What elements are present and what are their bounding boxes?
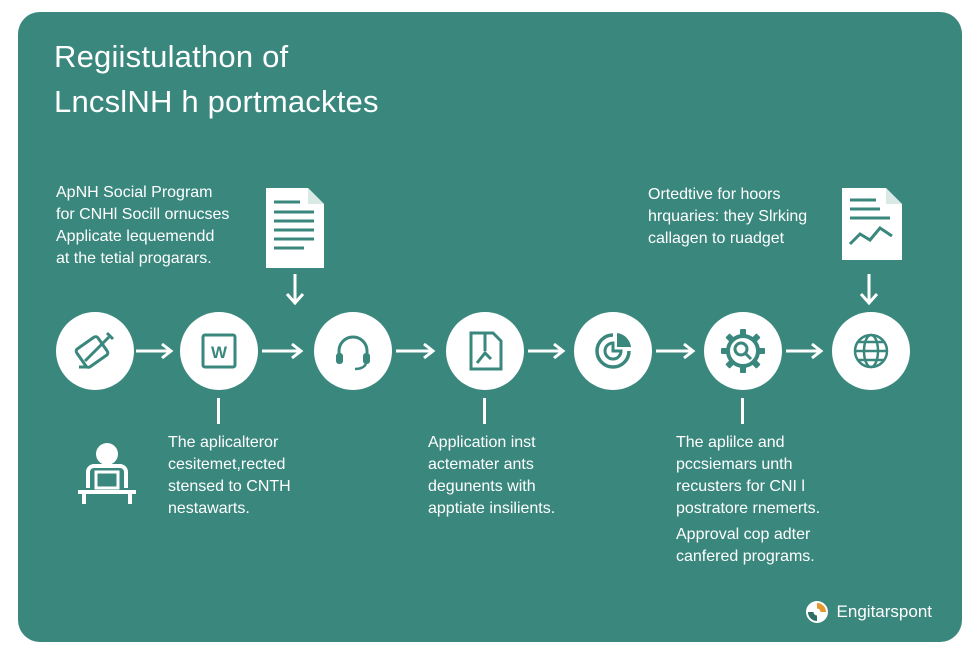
svg-text:W: W xyxy=(211,343,228,362)
arrow-right-icon xyxy=(262,342,304,360)
arrow-right-icon xyxy=(136,342,174,360)
diagram-card: Regiistulathon of LncslNH h portmacktes … xyxy=(18,12,962,642)
step-3-circle xyxy=(314,312,392,390)
arrow-down-icon xyxy=(859,274,879,306)
bottom-right-annotation: The aplilce and pccsiemars unth recuster… xyxy=(676,434,821,517)
title-line-2: LncslNH h portmacktes xyxy=(54,84,379,119)
connector-line xyxy=(483,398,486,424)
diagram-title: Regiistulathon of LncslNH h portmacktes xyxy=(54,34,379,124)
pen-document-icon xyxy=(74,331,115,369)
bottom-left-annotation: The aplicalteror cesitemet,rected stense… xyxy=(168,434,291,517)
step-5-circle xyxy=(574,312,652,390)
headset-icon xyxy=(336,335,370,371)
arrow-down-icon xyxy=(285,274,305,306)
arrow-right-icon xyxy=(528,342,566,360)
step-2-circle: W xyxy=(180,312,258,390)
bottom-middle-annotation: Application inst actemater ants degunent… xyxy=(428,434,556,517)
gear-search-icon xyxy=(721,329,765,373)
step-4-circle xyxy=(446,312,524,390)
step-1-circle xyxy=(56,312,134,390)
connector-line xyxy=(741,398,744,424)
pie-chart-icon xyxy=(595,333,631,369)
title-line-1: Regiistulathon of xyxy=(54,39,289,74)
document-icon xyxy=(266,188,324,268)
arrow-right-icon xyxy=(656,342,696,360)
step-6-circle xyxy=(704,312,782,390)
brand-logo: Engitarspont xyxy=(805,600,932,624)
edit-file-icon xyxy=(469,331,503,371)
approval-note: Approval cop adter canfered programs. xyxy=(676,526,815,565)
brand-mark-icon xyxy=(805,601,828,623)
applicant-desk-icon xyxy=(78,443,136,504)
chart-document-icon xyxy=(842,188,902,260)
word-document-icon: W xyxy=(201,333,237,369)
arrow-right-icon xyxy=(786,342,824,360)
step-7-circle xyxy=(832,312,910,390)
brand-name: Engitarspont xyxy=(836,602,932,621)
connector-line xyxy=(217,398,220,424)
arrow-right-icon xyxy=(396,342,436,360)
globe-icon xyxy=(853,333,889,369)
top-right-annotation: Ortedtive for hoors hrquaries: they Slrk… xyxy=(648,186,808,247)
top-left-annotation: ApNH Social Program for CNHl Socill ornu… xyxy=(56,184,230,267)
